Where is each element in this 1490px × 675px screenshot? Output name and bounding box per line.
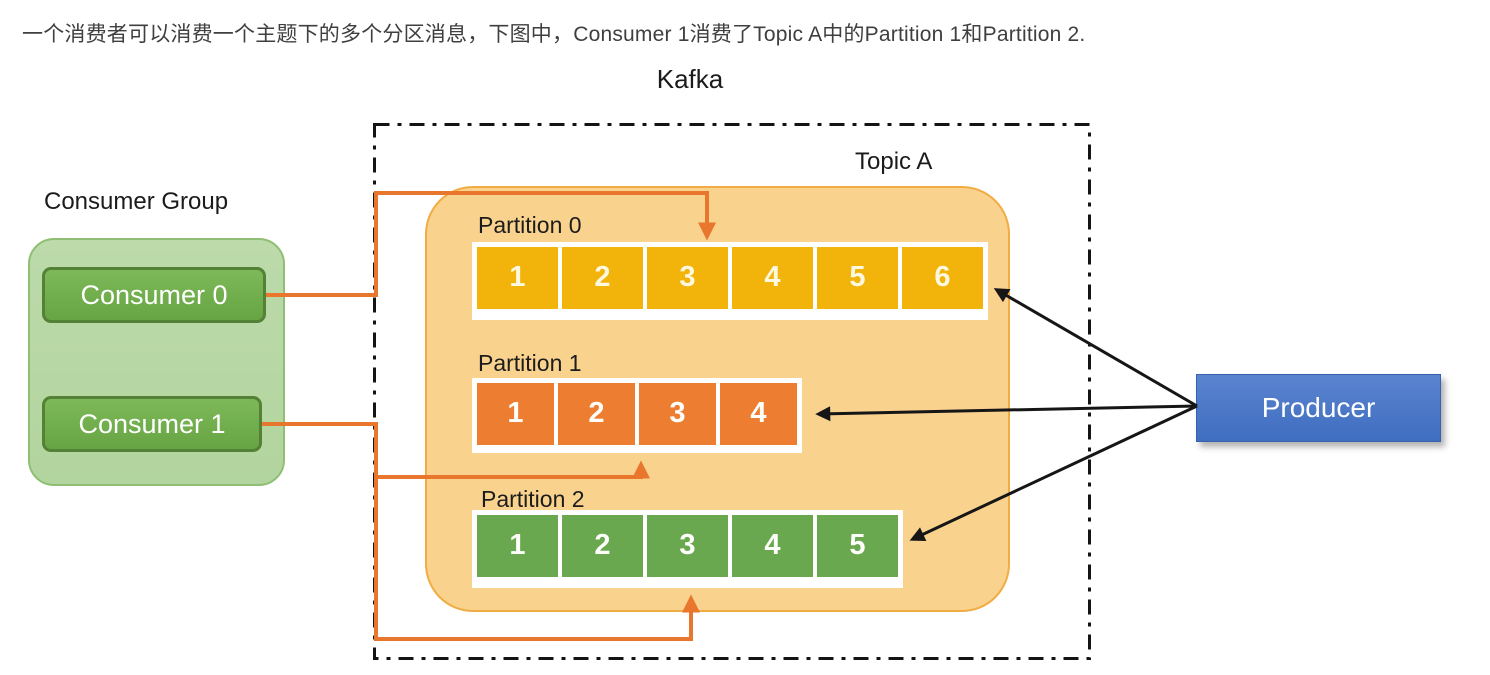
consumer-0-box: Consumer 0: [42, 267, 266, 323]
partition-cell: 2: [558, 383, 635, 445]
partition-cell: 3: [647, 515, 728, 577]
partition-0-label: Partition 0: [478, 212, 582, 238]
partition-cell: 1: [477, 247, 558, 309]
partition-cell: 2: [562, 515, 643, 577]
partition-cell: 5: [817, 247, 898, 309]
partition-cell: 4: [732, 515, 813, 577]
topic-a-label: Topic A: [855, 148, 933, 175]
producer-box: Producer: [1196, 374, 1441, 442]
partition-1-label: Partition 1: [478, 350, 582, 376]
partition-2-row: 1 2 3 4 5: [472, 510, 903, 588]
consumer-group-label: Consumer Group: [44, 188, 229, 215]
kafka-cluster-label: Kafka: [656, 64, 724, 94]
partition-0-row: 1 2 3 4 5 6: [472, 242, 988, 320]
partition-cell: 6: [902, 247, 983, 309]
partition-cell: 3: [639, 383, 716, 445]
partition-cell: 5: [817, 515, 898, 577]
partition-cell: 1: [477, 383, 554, 445]
partition-cell: 2: [562, 247, 643, 309]
caption-text: 一个消费者可以消费一个主题下的多个分区消息，下图中，Consumer 1消费了T…: [22, 23, 1086, 46]
partition-cell: 4: [732, 247, 813, 309]
consumer-1-box: Consumer 1: [42, 396, 262, 452]
partition-cell: 1: [477, 515, 558, 577]
partition-2-label: Partition 2: [481, 486, 585, 512]
partition-cell: 3: [647, 247, 728, 309]
partition-1-row: 1 2 3 4: [472, 378, 802, 453]
partition-cell: 4: [720, 383, 797, 445]
arrow-producer-to-partition0: [993, 288, 1198, 408]
